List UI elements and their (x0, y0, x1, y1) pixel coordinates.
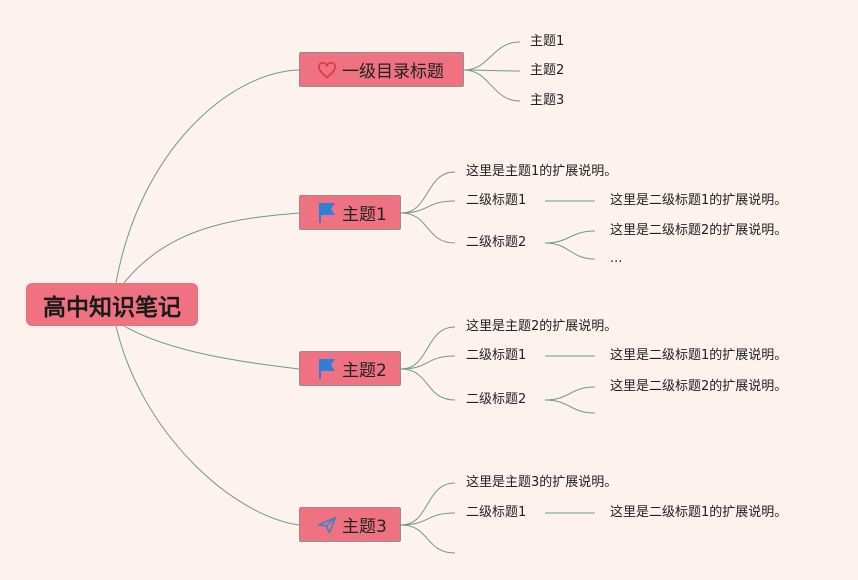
branch-c-sub2-note: 这里是二级标题2的扩展说明。 (610, 379, 788, 394)
branch-b-sub2-note: 这里是二级标题2的扩展说明。 (610, 223, 788, 238)
branch-label-b: 主题1 (342, 205, 387, 225)
connector-c-sub2-empty (544, 399, 596, 414)
connector-root-branch-a (115, 69, 300, 284)
root-node[interactable]: 高中知识笔记 (26, 283, 198, 326)
connector-b-sub2-more (544, 242, 596, 260)
connector-c-sub2 (400, 368, 456, 401)
branch-label-c: 主题2 (342, 361, 387, 381)
connector-root-branch-b (123, 212, 300, 284)
branch-c-sub2[interactable]: 二级标题2 (466, 392, 527, 407)
connector-d-note (400, 482, 456, 526)
branch-b-note: 这里是主题1的扩展说明。 (466, 164, 618, 179)
connector-a-item-2 (463, 69, 521, 72)
branch-label-d: 主题3 (342, 517, 387, 537)
connector-b-sub1 (400, 200, 456, 214)
branch-c-note: 这里是主题2的扩展说明。 (466, 319, 618, 334)
branch-a-item-1[interactable]: 主题1 (530, 34, 565, 49)
flag-icon (316, 358, 338, 380)
branch-a-item-3[interactable]: 主题3 (530, 93, 565, 108)
branch-node-a[interactable]: 一级目录标题 (299, 52, 464, 87)
connector-a-item-3 (463, 69, 521, 102)
connector-root-branch-d (115, 325, 300, 526)
branch-a-item-2[interactable]: 主题2 (530, 63, 565, 78)
branch-d-sub1[interactable]: 二级标题1 (466, 505, 527, 520)
connector-b-note (400, 171, 456, 214)
branch-b-sub2-more: ... (610, 251, 623, 266)
connector-a-item-1 (463, 41, 521, 71)
branch-b-sub1-note: 这里是二级标题1的扩展说明。 (610, 193, 788, 208)
connector-c-note (400, 326, 456, 370)
branch-c-sub1[interactable]: 二级标题1 (466, 348, 527, 363)
branch-label-a: 一级目录标题 (342, 62, 444, 82)
branch-c-sub1-note: 这里是二级标题1的扩展说明。 (610, 348, 788, 363)
connector-root-branch-c (123, 325, 300, 370)
branch-b-sub2[interactable]: 二级标题2 (466, 235, 527, 250)
connector-b-sub2 (400, 212, 456, 244)
heart-icon (316, 59, 338, 81)
paper-plane-icon (316, 514, 338, 536)
connector-c-sub1 (400, 355, 456, 370)
flag-icon (316, 202, 338, 224)
root-label: 高中知识笔记 (43, 294, 181, 321)
connector-d-sub1 (400, 512, 456, 526)
branch-node-c[interactable]: 主题2 (299, 351, 401, 386)
connector-d-empty (400, 524, 456, 554)
branch-node-b[interactable]: 主题1 (299, 195, 401, 230)
branch-d-sub1-note: 这里是二级标题1的扩展说明。 (610, 505, 788, 520)
connector-b-sub2-note (544, 230, 596, 244)
branch-d-note: 这里是主题3的扩展说明。 (466, 475, 618, 490)
connector-c-sub2-note (544, 386, 596, 401)
branch-b-sub1[interactable]: 二级标题1 (466, 193, 527, 208)
branch-node-d[interactable]: 主题3 (299, 507, 401, 542)
